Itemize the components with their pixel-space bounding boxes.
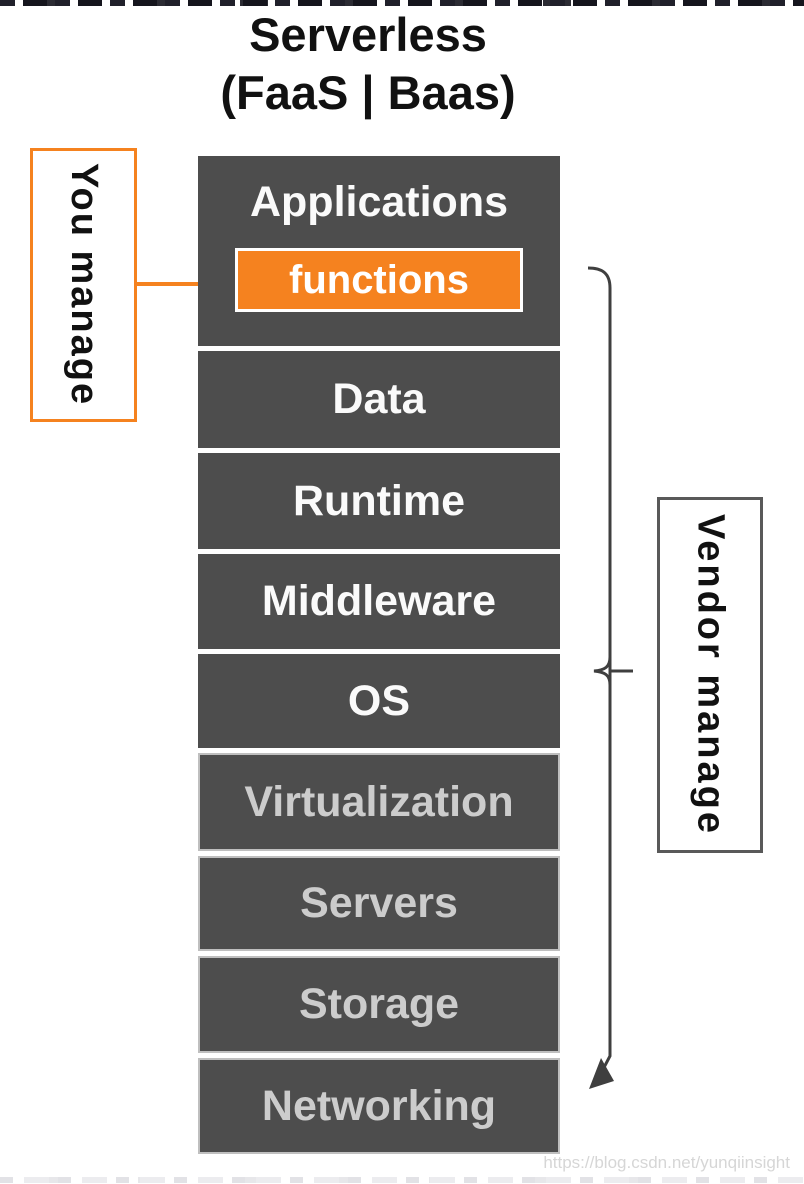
- you-manage-box: You manage: [30, 148, 137, 422]
- stack-layer-runtime: Runtime: [198, 453, 560, 549]
- applications-label: Applications: [249, 177, 509, 226]
- diagram-title: Serverless (FaaS | Baas): [148, 6, 588, 122]
- diagram-title-line2: (FaaS | Baas): [220, 66, 516, 119]
- stack-layer-virtualization: Virtualization: [198, 753, 560, 851]
- functions-highlight-box: functions: [235, 248, 523, 312]
- vendor-manage-label: Vendor manage: [689, 514, 732, 836]
- stack-layer-applications: Applications functions: [198, 156, 560, 346]
- stack-layer-storage: Storage: [198, 956, 560, 1053]
- stack-layer-data: Data: [198, 351, 560, 448]
- vendor-manage-bracket-icon: [587, 266, 633, 1089]
- diagram-title-line1: Serverless: [249, 8, 487, 61]
- stack-layer-networking: Networking: [198, 1058, 560, 1154]
- stack-layer-servers: Servers: [198, 856, 560, 951]
- watermark-url: https://blog.csdn.net/yunqiinsight: [543, 1153, 790, 1172]
- serverless-stack: Applications functions Data Runtime Midd…: [198, 156, 560, 1154]
- stack-layer-middleware: Middleware: [198, 554, 560, 649]
- cropped-text-artifact-bottom: [0, 1177, 804, 1183]
- you-manage-label: You manage: [63, 163, 105, 407]
- cropped-text-artifact-top: [0, 0, 804, 6]
- stack-layer-os: OS: [198, 654, 560, 748]
- vendor-manage-box: Vendor manage: [657, 497, 763, 853]
